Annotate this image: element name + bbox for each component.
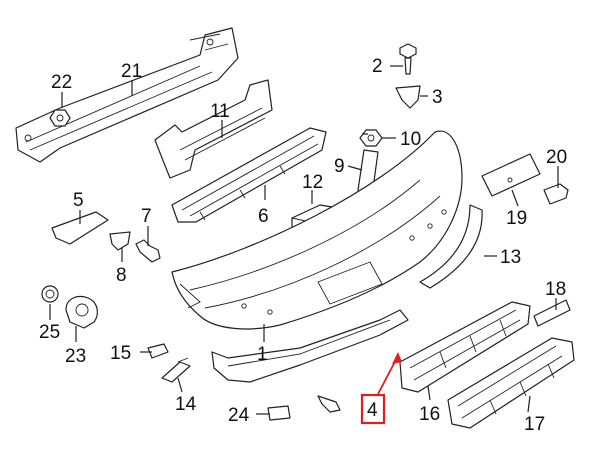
callout-2: 2 [372, 56, 383, 77]
part-24-retainer [267, 405, 291, 421]
part-22-nut [49, 109, 71, 127]
part-13-lower-panel [419, 204, 483, 289]
part-4-lower-valance [211, 309, 409, 383]
callout-9: 9 [334, 156, 345, 177]
part-1-bumper-cover [171, 130, 463, 330]
callout-17: 17 [524, 414, 545, 435]
callout-20: 20 [546, 147, 567, 168]
part-8-clip [109, 231, 131, 251]
callout-8: 8 [116, 265, 127, 286]
callout-3: 3 [432, 87, 443, 108]
part-23-sensor [65, 295, 98, 329]
part-4-fastener [317, 395, 341, 413]
callout-19: 19 [506, 208, 527, 229]
callout-7: 7 [141, 206, 152, 227]
callout-1: 1 [257, 344, 268, 365]
callout-14: 14 [175, 394, 197, 415]
callout-21: 21 [121, 61, 142, 82]
part-11-bracket [154, 79, 273, 179]
callout-23: 23 [65, 346, 86, 367]
callout-16: 16 [419, 404, 440, 425]
callout-22: 22 [51, 72, 72, 93]
part-21-reinforcement-bar [15, 27, 239, 163]
callout-24: 24 [228, 405, 250, 426]
callout-labels: 1 2 3 4 5 6 7 8 9 10 11 12 13 14 15 16 1… [39, 56, 567, 435]
part-14-stud [161, 357, 191, 383]
callout-4: 4 [367, 400, 378, 421]
callout-6: 6 [258, 206, 269, 227]
part-16-grille [399, 301, 531, 393]
callout-5: 5 [73, 190, 84, 211]
part-3-clip [395, 85, 421, 109]
part-10-nut [359, 129, 383, 147]
callout-25: 25 [39, 322, 60, 343]
leader-lines [49, 65, 559, 415]
callout-18: 18 [545, 279, 566, 300]
part-6-absorber [171, 127, 327, 223]
callout-15: 15 [110, 343, 131, 364]
part-2-bolt [399, 43, 417, 75]
callout-11: 11 [210, 101, 230, 122]
part-7-screw [135, 239, 161, 263]
part-5-side-bracket [51, 211, 109, 245]
part-15-push-pin [147, 343, 169, 359]
highlight-box [360, 393, 386, 425]
callout-12: 12 [302, 172, 323, 193]
part-19-plate-bracket [481, 153, 541, 197]
highlight-part-4 [360, 352, 402, 425]
callout-10: 10 [400, 129, 421, 150]
part-25-seal [41, 285, 59, 303]
callout-13: 13 [500, 247, 521, 268]
part-17-lower-grille [447, 337, 575, 429]
part-18-bracket [533, 299, 571, 327]
part-20-bolt [543, 183, 569, 205]
